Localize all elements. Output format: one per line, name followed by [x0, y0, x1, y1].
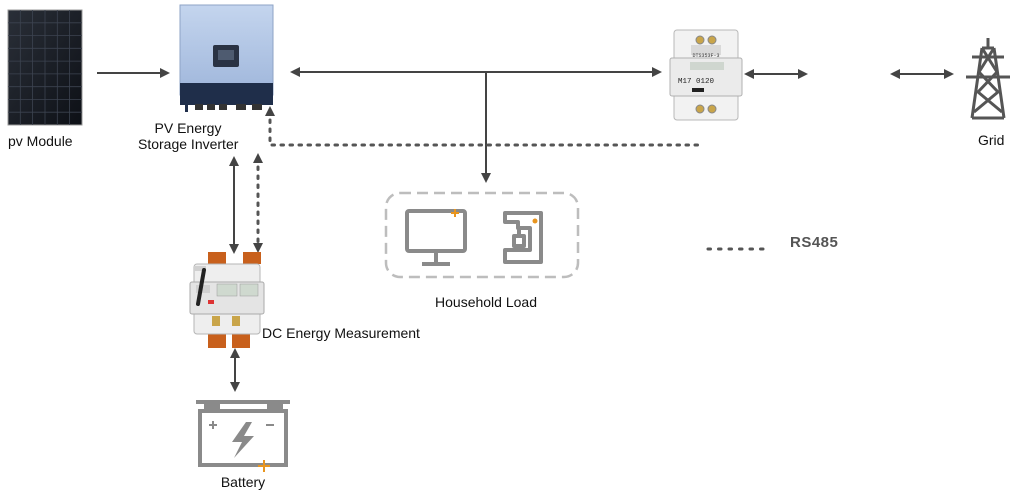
- rs485-bottom-arrowhead: [253, 243, 263, 253]
- energy-meter-icon: DTS353F-3 M17 0120: [669, 29, 743, 121]
- dc-measurement-label: DC Energy Measurement: [262, 325, 420, 341]
- household-load-box: [384, 191, 580, 279]
- battery-icon: [196, 400, 290, 472]
- inverter-label: PV Energy Storage Inverter: [138, 120, 238, 152]
- grid-label: Grid: [978, 132, 1005, 148]
- monitor-icon: [405, 209, 467, 266]
- meter-serial-text: M17 0120: [678, 78, 715, 86]
- inverter-label-line2: Storage Inverter: [138, 136, 239, 152]
- pv-module-label: pv Module: [8, 133, 73, 149]
- meter-model-text: DTS353F-3: [692, 53, 719, 59]
- coffee-machine-icon: [503, 211, 543, 264]
- inverter-icon: [179, 4, 274, 112]
- inverter-label-line1: PV Energy: [154, 120, 222, 136]
- rs485-legend-label: RS485: [790, 234, 839, 251]
- inverter-rs485-arrowhead: [265, 106, 275, 116]
- household-load-label: Household Load: [435, 294, 537, 310]
- rs485-top-arrowhead: [253, 153, 263, 163]
- dc-meter-icon: [189, 252, 265, 348]
- solar-panel-icon: [7, 9, 83, 126]
- coffee-machine-dot: [532, 218, 538, 224]
- battery-label: Battery: [220, 474, 266, 490]
- transmission-tower-icon: [966, 38, 1010, 120]
